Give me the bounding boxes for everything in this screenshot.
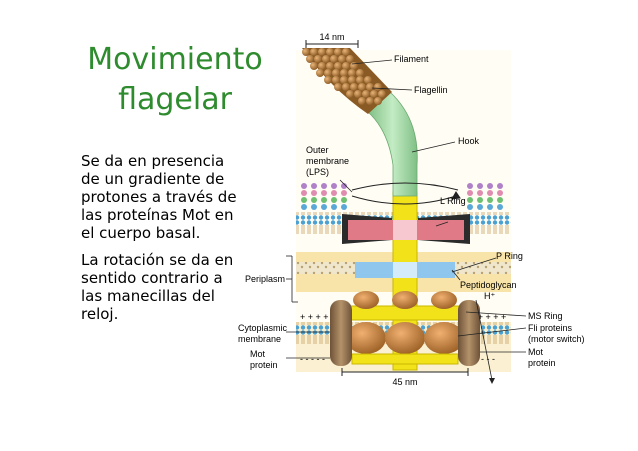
p-ring <box>355 262 455 278</box>
label-hook: Hook <box>458 136 480 146</box>
proton-arrowhead <box>489 378 495 384</box>
label-l-ring: L Ring <box>440 196 466 206</box>
body-text: Se da en presencia de un gradiente de pr… <box>81 152 241 332</box>
label-flagellin: Flagellin <box>414 85 448 95</box>
l-ring <box>342 214 470 244</box>
label-peptidoglycan: Peptidoglycan <box>460 280 517 290</box>
plus-charges-left: + + + + + <box>300 312 336 322</box>
paragraph-gradient: Se da en presencia de un gradiente de pr… <box>81 152 237 242</box>
slide-title: Movimiento flagelar <box>70 40 280 120</box>
title-line-2: flagelar <box>118 82 232 117</box>
label-outer-membrane-3: (LPS) <box>306 167 329 177</box>
label-outer-membrane-2: membrane <box>306 156 349 166</box>
title-line-1: Movimiento <box>87 42 263 77</box>
label-mot-right-1: Mot <box>528 347 544 357</box>
leader-lines <box>286 59 527 381</box>
minus-charges-right: - - - - - <box>470 354 495 364</box>
scale-bottom-label: 45 nm <box>392 377 417 387</box>
label-periplasm: Periplasm <box>245 274 285 284</box>
paragraph-rotation: La rotación se da en sentido contrario a… <box>81 251 234 323</box>
scale-bar-bottom: 45 nm <box>341 368 469 387</box>
label-cytoplasmic-2: membrane <box>238 334 281 344</box>
label-outer-membrane-1: Outer <box>306 145 329 155</box>
label-ms-ring: MS Ring <box>528 311 563 321</box>
label-p-ring: P Ring <box>496 251 523 261</box>
label-fli-proteins-2: (motor switch) <box>528 334 585 344</box>
label-h-plus: H⁺ <box>484 291 495 301</box>
scale-top-label: 14 nm <box>319 32 344 42</box>
fli-proteins <box>346 291 464 365</box>
lps-chains <box>301 183 503 210</box>
label-filament: Filament <box>394 54 429 64</box>
label-cytoplasmic-1: Cytoplasmic <box>238 323 288 333</box>
label-fli-proteins-1: Fli proteins <box>528 323 573 333</box>
minus-charges-left: - - - - - <box>300 354 325 364</box>
plus-charges-right: + + + + + <box>470 312 506 322</box>
mot-proteins <box>330 300 480 366</box>
filament <box>302 48 392 114</box>
label-mot-right-2: protein <box>528 358 556 368</box>
label-mot-left-1: Mot <box>250 349 266 359</box>
label-mot-left-2: protein <box>250 360 278 370</box>
rotation-arrow <box>351 182 461 205</box>
scale-bar-top: 14 nm <box>305 32 359 48</box>
